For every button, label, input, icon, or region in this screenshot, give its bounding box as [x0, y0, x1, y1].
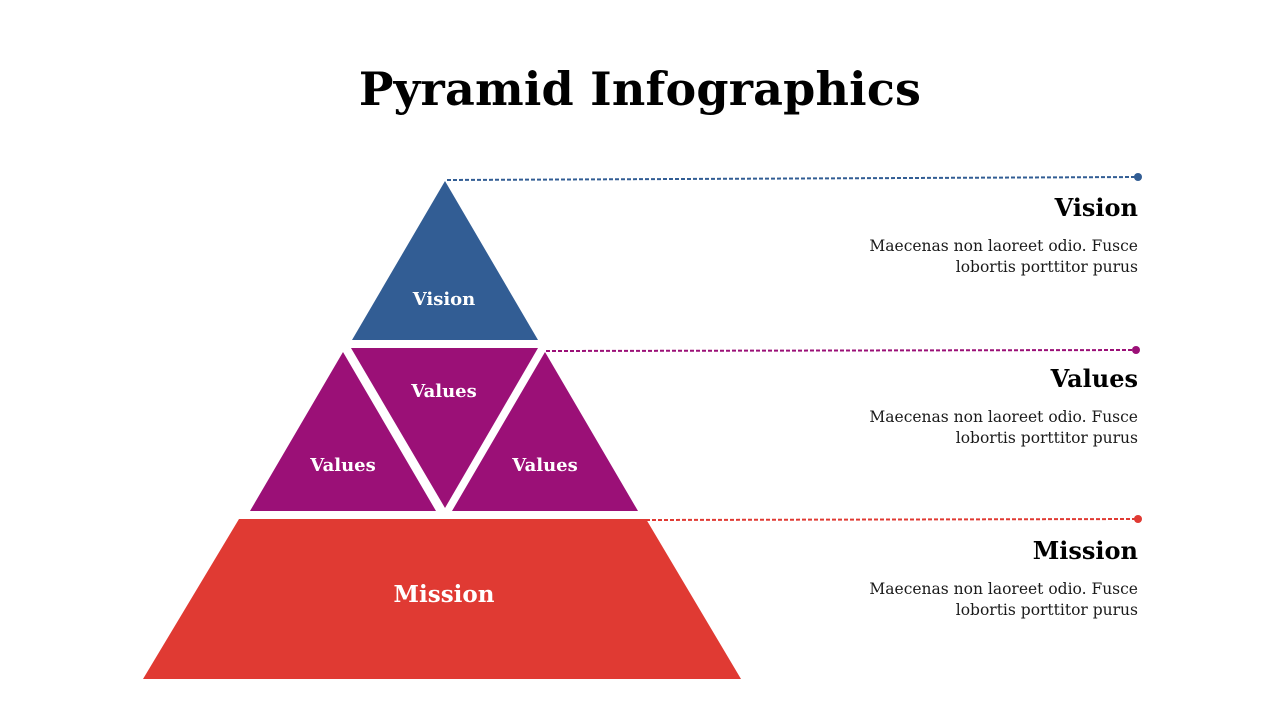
mission-description: Maecenas non laoreet odio. Fusce loborti… — [838, 579, 1138, 621]
vision-connector-dot — [1134, 173, 1142, 181]
vision-triangle — [352, 181, 538, 340]
mission-description-block: Mission Maecenas non laoreet odio. Fusce… — [838, 536, 1138, 621]
mission-description-line1: Maecenas non laoreet odio. Fusce — [869, 580, 1138, 598]
mission-connector-line — [645, 518, 1139, 521]
vision-triangle-label: Vision — [412, 289, 476, 310]
mission-trapezoid — [143, 519, 741, 679]
vision-description: Maecenas non laoreet odio. Fusce loborti… — [838, 236, 1138, 278]
vision-description-block: Vision Maecenas non laoreet odio. Fusce … — [838, 193, 1138, 278]
values-description-block: Values Maecenas non laoreet odio. Fusce … — [838, 364, 1138, 449]
vision-description-line2: lobortis porttitor purus — [955, 258, 1138, 276]
values-triangle-right-label: Values — [511, 455, 578, 476]
vision-connector-line — [446, 176, 1139, 181]
values-description: Maecenas non laoreet odio. Fusce loborti… — [838, 407, 1138, 449]
mission-description-line2: lobortis porttitor purus — [955, 601, 1138, 619]
values-triangle-left — [250, 352, 436, 511]
vision-heading: Vision — [1054, 193, 1138, 222]
values-triangle-center — [351, 348, 538, 508]
page-title: Pyramid Infographics — [358, 62, 922, 116]
values-triangle-right — [452, 352, 638, 511]
values-connector-dot — [1132, 346, 1140, 354]
mission-connector-dot — [1134, 515, 1142, 523]
values-connector-line — [545, 349, 1137, 352]
values-triangle-left-label: Values — [309, 455, 376, 476]
values-triangle-center-label: Values — [410, 381, 477, 402]
values-description-line2: lobortis porttitor purus — [955, 429, 1138, 447]
vision-description-line1: Maecenas non laoreet odio. Fusce — [869, 237, 1138, 255]
mission-heading: Mission — [1032, 536, 1138, 565]
values-description-line1: Maecenas non laoreet odio. Fusce — [869, 408, 1138, 426]
values-heading: Values — [1050, 364, 1138, 393]
mission-trapezoid-label: Mission — [394, 581, 495, 608]
